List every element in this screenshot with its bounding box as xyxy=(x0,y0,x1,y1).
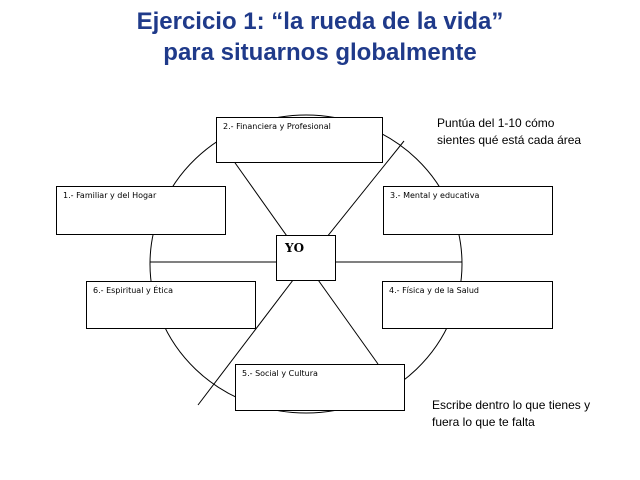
title-line-2: para situarnos globalmente xyxy=(163,39,477,66)
area-label-familiar: 1.- Familiar y del Hogar xyxy=(63,191,157,200)
note-top-right-line-2: sientes qué está cada área xyxy=(437,133,582,147)
spoke-diagonal-bottom-left xyxy=(197,262,307,406)
area-label-fisica: 4.- Física y de la Salud xyxy=(389,286,479,295)
area-label-mental: 3.- Mental y educativa xyxy=(390,191,480,200)
note-bottom-right: Escribe dentro lo que tienes y fuera lo … xyxy=(432,397,590,431)
note-top-right-line-1: Puntúa del 1-10 cómo xyxy=(437,116,555,130)
area-box-familiar[interactable]: 1.- Familiar y del Hogar xyxy=(56,186,226,235)
area-box-financiera[interactable]: 2.- Financiera y Profesional xyxy=(216,117,383,163)
slide-title: Ejercicio 1: “la rueda de la vida” para … xyxy=(0,6,640,68)
area-box-mental[interactable]: 3.- Mental y educativa xyxy=(383,186,553,235)
note-bottom-right-line-2: fuera lo que te falta xyxy=(432,415,535,429)
note-bottom-right-line-1: Escribe dentro lo que tienes y xyxy=(432,398,591,412)
area-label-espiritual: 6.- Espiritual y Ética xyxy=(93,286,173,295)
area-label-financiera: 2.- Financiera y Profesional xyxy=(223,122,331,131)
area-box-social[interactable]: 5.- Social y Cultura xyxy=(235,364,405,411)
area-box-espiritual[interactable]: 6.- Espiritual y Ética xyxy=(86,281,256,329)
area-box-fisica[interactable]: 4.- Física y de la Salud xyxy=(382,281,553,329)
note-top-right: Puntúa del 1-10 cómo sientes qué está ca… xyxy=(437,115,581,149)
center-label: YO xyxy=(285,241,305,255)
wheel-circle xyxy=(149,114,463,414)
center-box-yo[interactable]: YO xyxy=(276,235,336,281)
area-label-social: 5.- Social y Cultura xyxy=(242,369,318,378)
title-line-1: Ejercicio 1: “la rueda de la vida” xyxy=(136,8,504,35)
